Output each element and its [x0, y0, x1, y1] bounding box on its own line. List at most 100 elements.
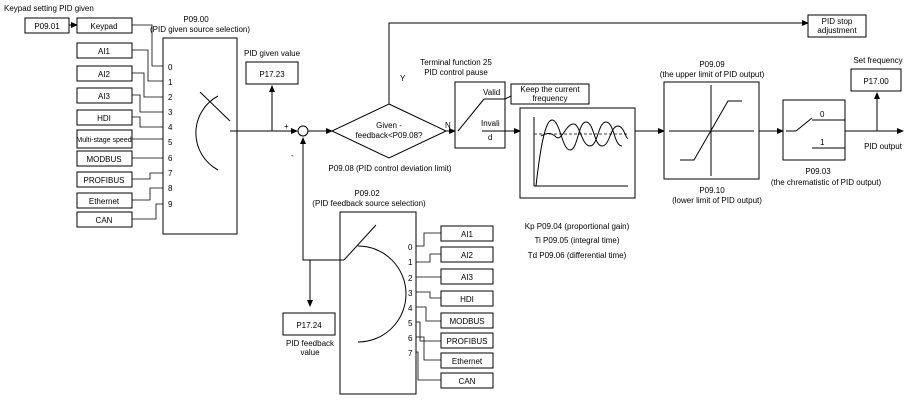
p1700-box [850, 68, 902, 92]
p0901-label: P09.01 [34, 22, 60, 31]
pid-stop-box [807, 14, 867, 38]
given-selector-needle [199, 91, 231, 122]
svg-text:Ethernet: Ethernet [89, 197, 120, 206]
svg-text:CAN: CAN [96, 216, 113, 225]
pid-output-label: PID output [864, 142, 903, 151]
keep-frequency-box [510, 83, 590, 105]
feedback-source-profibus [440, 332, 494, 349]
switch-1-label: 1 [820, 138, 825, 147]
kp-label: Kp P09.04 (proportional gain) [525, 222, 630, 231]
terminal-function-line1: Terminal function 25 [420, 58, 492, 67]
svg-text:5: 5 [408, 319, 413, 328]
svg-text:AI3: AI3 [461, 273, 474, 282]
p0900-subtitle: (PID given source selection) [150, 25, 250, 34]
deviation-decision-diamond [330, 103, 448, 159]
output-switch-blade [795, 117, 813, 132]
svg-text:HDI: HDI [97, 114, 111, 123]
summing-junction [297, 125, 309, 137]
svg-text:9: 9 [168, 200, 173, 209]
feedback-source-ai1 [440, 225, 494, 242]
svg-text:Ethernet: Ethernet [452, 357, 483, 366]
terminal-function-line2: PID control pause [424, 68, 488, 77]
svg-text:Keypad: Keypad [90, 22, 117, 31]
given-source-list: Keypad AI1 AI2 AI3 HDI Multi-stage speed… [76, 17, 133, 228]
given-source-hdi [76, 109, 133, 126]
p0903-subtitle: (the chrematistic of PID output) [771, 178, 882, 187]
svg-text:PROFIBUS: PROFIBUS [447, 337, 488, 346]
svg-text:4: 4 [168, 123, 173, 132]
pid-feedback-line1: PID feedback [286, 339, 335, 348]
p0900-title: P09.00 [183, 15, 209, 24]
p0900-selector-box [162, 37, 238, 235]
n-label: N [445, 121, 451, 130]
p1723-box [245, 61, 299, 85]
svg-text:6: 6 [168, 154, 173, 163]
svg-text:AI1: AI1 [98, 47, 111, 56]
svg-text:5: 5 [168, 138, 173, 147]
svg-text:Multi-stage speed: Multi-stage speed [76, 137, 131, 144]
given-source-can [76, 211, 133, 228]
svg-text:0: 0 [168, 63, 173, 72]
set-frequency-label: Set frequency [853, 56, 902, 65]
svg-text:AI2: AI2 [461, 251, 474, 260]
limiter-characteristic [680, 100, 742, 161]
given-selector-arc [195, 95, 219, 171]
svg-text:8: 8 [168, 184, 173, 193]
given-source-ai2 [76, 65, 133, 82]
p0908-label: P09.08 (PID control deviation limit) [328, 164, 452, 173]
p0910-subtitle: (lower limit of PID output) [672, 196, 762, 205]
p1700-label: P17.00 [863, 77, 889, 86]
p1724-box [282, 312, 336, 336]
given-index-labels: 0 1 2 3 4 5 6 7 8 9 [168, 63, 173, 209]
pid-stop-line1: PID stop [822, 17, 853, 26]
given-source-ai1 [76, 42, 133, 59]
ti-label: Ti P09.05 (integral time) [534, 236, 619, 245]
pid-stop-line2: adjustment [817, 26, 857, 35]
feedback-source-list: AI1 AI2 AI3 HDI MODBUS PROFIBUS Ethernet… [440, 225, 494, 389]
svg-text:PROFIBUS: PROFIBUS [84, 176, 125, 185]
p0909-label: P09.09 [699, 60, 725, 69]
terminal-switch-blade [457, 98, 485, 132]
y-label: Y [400, 74, 406, 83]
p0903-label: P09.03 [805, 167, 831, 176]
given-source-ai3 [76, 87, 133, 104]
svg-text:7: 7 [168, 169, 173, 178]
valid-label: Valid [483, 88, 500, 97]
p0902-title: P09.02 [354, 189, 380, 198]
feedback-source-ai2 [440, 246, 494, 263]
svg-text:6: 6 [408, 334, 413, 343]
switch-0-label: 0 [820, 110, 825, 119]
invalid-label-1: Invali [481, 119, 500, 128]
p1724-label: P17.24 [296, 321, 322, 330]
svg-text:AI3: AI3 [98, 92, 111, 101]
svg-text:2: 2 [168, 93, 173, 102]
svg-text:3: 3 [408, 289, 413, 298]
minus-sign: - [291, 151, 294, 160]
feedback-selector-arc [357, 245, 407, 343]
svg-text:AI2: AI2 [98, 70, 111, 79]
given-source-profibus [76, 171, 133, 188]
feedback-source-modbus [440, 312, 494, 329]
keypad-setting-title: Keypad setting PID given [4, 4, 94, 13]
p0902-subtitle: (PID feedback source selection) [312, 199, 426, 208]
decision-line1: Given - [376, 121, 402, 130]
decision-line2: feedback<P09.08? [356, 131, 423, 140]
svg-text:MODBUS: MODBUS [86, 155, 121, 164]
p0909-subtitle: (the upper limit of PID output) [660, 70, 765, 79]
pid-feedback-line2: value [300, 348, 320, 357]
p0902-selector-box [339, 211, 417, 395]
feedback-source-hdi [440, 290, 494, 307]
svg-text:4: 4 [408, 304, 413, 313]
svg-text:HDI: HDI [460, 295, 474, 304]
given-source-modbus [76, 150, 133, 167]
svg-text:2: 2 [408, 274, 413, 283]
regulator-oscillation-curve [540, 121, 623, 147]
svg-text:MODBUS: MODBUS [449, 317, 484, 326]
svg-text:1: 1 [168, 78, 173, 87]
svg-text:CAN: CAN [459, 377, 476, 386]
svg-text:3: 3 [168, 108, 173, 117]
pid-given-value-label: PID given value [244, 49, 301, 58]
terminal-switch-box [454, 81, 506, 149]
